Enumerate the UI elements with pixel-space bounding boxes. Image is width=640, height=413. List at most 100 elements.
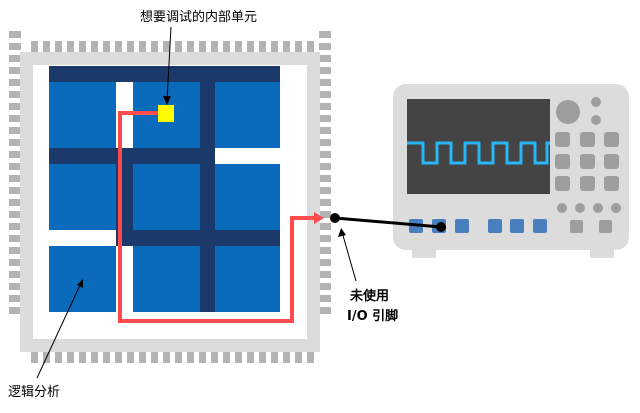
- scope-knob-small[interactable]: [591, 115, 601, 125]
- package-pin: [211, 41, 218, 53]
- scope-button[interactable]: [570, 220, 583, 233]
- package-pin: [9, 235, 21, 242]
- package-pin: [319, 127, 331, 134]
- logic-block: [215, 246, 280, 312]
- scope-button[interactable]: [555, 154, 570, 169]
- package-pin: [307, 351, 314, 363]
- package-pin: [9, 187, 21, 194]
- scope-button-grid: [555, 132, 619, 191]
- annotation-arrow-io: [338, 228, 357, 282]
- package-pin: [319, 283, 331, 290]
- package-pin: [187, 351, 194, 363]
- scope-button[interactable]: [604, 176, 619, 191]
- package-pin: [283, 41, 290, 53]
- package-pin: [9, 223, 21, 230]
- logic-block: [133, 246, 200, 312]
- package-pin: [319, 199, 331, 206]
- scope-button[interactable]: [604, 154, 619, 169]
- package-pin: [103, 351, 110, 363]
- package-pin: [211, 351, 218, 363]
- package-pin: [9, 307, 21, 314]
- scope-square-wave: [407, 141, 550, 165]
- package-pin: [319, 235, 331, 242]
- scope-round-button[interactable]: [611, 203, 621, 213]
- package-pin: [283, 351, 290, 363]
- package-pin: [319, 295, 331, 302]
- package-pin: [295, 351, 302, 363]
- package-pin: [319, 259, 331, 266]
- scope-channel-button[interactable]: [510, 219, 524, 233]
- package-pin: [9, 295, 21, 302]
- package-pin: [79, 41, 86, 53]
- package-pin: [319, 223, 331, 230]
- package-pin: [67, 351, 74, 363]
- package-pin: [91, 351, 98, 363]
- package-pin: [9, 31, 21, 38]
- scope-button[interactable]: [580, 154, 595, 169]
- package-pin: [151, 41, 158, 53]
- scope-round-button[interactable]: [575, 203, 585, 213]
- package-pin: [127, 351, 134, 363]
- package-pin: [319, 187, 331, 194]
- package-pin: [319, 43, 331, 50]
- scope-button[interactable]: [599, 220, 612, 233]
- package-pin: [163, 41, 170, 53]
- package-pin: [319, 151, 331, 158]
- scope-channel-button[interactable]: [488, 219, 502, 233]
- package-pin: [9, 127, 21, 134]
- signal-arrowhead: [314, 212, 324, 224]
- package-pin: [9, 91, 21, 98]
- package-pin: [9, 139, 21, 146]
- package-pin: [271, 351, 278, 363]
- package-pin: [247, 41, 254, 53]
- scope-main-knob[interactable]: [556, 100, 580, 124]
- annotation-arrow-logic: [36, 279, 83, 379]
- scope-knob-small[interactable]: [591, 97, 601, 107]
- package-pin: [199, 351, 206, 363]
- package-pin: [9, 67, 21, 74]
- logic-block: [49, 164, 116, 230]
- scope-round-button[interactable]: [593, 203, 603, 213]
- unused-io-label-line1: 未使用: [350, 289, 390, 304]
- package-pin: [319, 163, 331, 170]
- package-pin: [127, 41, 134, 53]
- package-pin: [9, 271, 21, 278]
- scope-button[interactable]: [580, 176, 595, 191]
- logic-block: [49, 82, 116, 148]
- oscilloscope-icon: [393, 84, 629, 258]
- package-pin: [235, 41, 242, 53]
- package-pin: [187, 41, 194, 53]
- package-pins: [9, 31, 331, 363]
- scope-channel-button[interactable]: [533, 219, 547, 233]
- scope-button[interactable]: [580, 132, 595, 147]
- package-pin: [175, 41, 182, 53]
- scope-button[interactable]: [604, 132, 619, 147]
- package-pin: [151, 351, 158, 363]
- package-pin: [295, 41, 302, 53]
- scope-round-buttons: [557, 203, 621, 213]
- package-pin: [79, 351, 86, 363]
- scope-channel-button[interactable]: [455, 219, 469, 233]
- probe-wire: [334, 216, 442, 229]
- package-pin: [9, 247, 21, 254]
- package-pin: [235, 351, 242, 363]
- package-pin: [31, 41, 38, 53]
- target-internal-unit: [158, 105, 174, 122]
- logic-block: [49, 246, 116, 312]
- fpga-chip-icon: [9, 31, 331, 363]
- scope-button[interactable]: [555, 176, 570, 191]
- scope-button[interactable]: [555, 132, 570, 147]
- package-pin: [307, 41, 314, 53]
- package-pin: [9, 79, 21, 86]
- package-pin: [319, 115, 331, 122]
- package-pin: [9, 175, 21, 182]
- package-pin: [163, 351, 170, 363]
- probe-dot-scope: [436, 222, 446, 232]
- internal-signal-wire: [118, 111, 316, 323]
- package-pin: [91, 41, 98, 53]
- scope-round-button[interactable]: [557, 203, 567, 213]
- unused-io-label-line2: I/O 引脚: [347, 309, 399, 324]
- package-pin: [55, 41, 62, 53]
- package-pin: [319, 211, 331, 218]
